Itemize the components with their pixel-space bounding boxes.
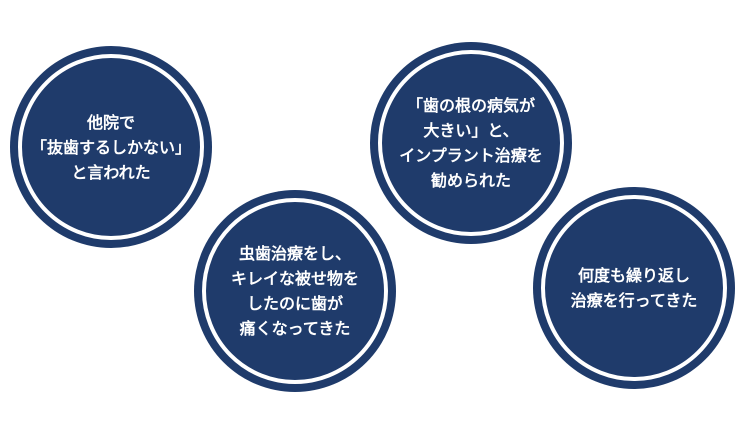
concern-circle-1: 他院で 「抜歯するしかない」 と言われた — [12, 48, 210, 246]
concern-circle-2: 虫歯治療をし、 キレイな被せ物を したのに歯が 痛くなってきた — [196, 192, 394, 390]
concern-line: 他院で — [86, 112, 135, 132]
concern-line: したのに歯が — [246, 294, 343, 313]
concern-line: インプラント治療を — [399, 146, 543, 165]
concern-line: 勧められた — [430, 171, 511, 190]
concern-text-3: 「歯の根の病気が 大きい」と、 インプラント治療を 勧められた — [399, 93, 543, 193]
concern-line: 治療を行ってきた — [570, 291, 698, 310]
concern-circle-3: 「歯の根の病気が 大きい」と、 インプラント治療を 勧められた — [372, 44, 570, 242]
concern-line: 痛くなってきた — [239, 319, 351, 338]
concern-text-4: 何度も繰り返し 治療を行ってきた — [571, 263, 698, 313]
concern-line: キレイな被せ物を — [230, 269, 359, 288]
concern-line: 大きい」と、 — [423, 121, 519, 140]
concern-circle-4: 何度も繰り返し 治療を行ってきた — [535, 189, 733, 387]
concern-text-1: 他院で 「抜歯するしかない」 と言われた — [31, 110, 191, 185]
concern-text-2: 虫歯治療をし、 キレイな被せ物を したのに歯が 痛くなってきた — [231, 241, 359, 341]
concern-line: 「歯の根の病気が — [406, 96, 535, 115]
concern-line: 「抜歯するしかない」 — [30, 137, 191, 157]
concern-line: 何度も繰り返し — [577, 266, 690, 285]
concern-line: と言われた — [71, 162, 151, 182]
concern-line: 虫歯治療をし、 — [238, 244, 351, 263]
